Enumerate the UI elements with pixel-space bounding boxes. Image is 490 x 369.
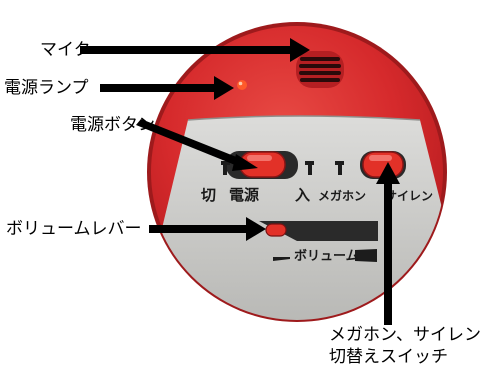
power-lamp-label: 電源ランプ <box>4 78 89 98</box>
panel-power-label: 電源 <box>229 186 259 204</box>
power-button-highlight <box>247 155 272 161</box>
power-lamp-highlight <box>238 81 243 86</box>
panel-megaphone-label: メガホン <box>318 188 366 203</box>
power-button-arrow <box>136 119 258 171</box>
callout-arrows <box>80 38 400 325</box>
mic-arrow <box>80 38 310 62</box>
mic-label: マイク <box>40 40 91 60</box>
mode-switch-highlight <box>369 155 392 161</box>
mode-switch-arrow <box>376 162 400 325</box>
power-lamp <box>237 80 247 90</box>
volume-high-marker <box>355 249 377 262</box>
volume-low-marker <box>273 257 290 261</box>
volume-lever-label: ボリュームレバー <box>6 219 142 239</box>
volume-lever-arrow <box>149 217 266 241</box>
power-button-label: 電源ボタン <box>70 115 155 135</box>
panel-siren-label: サイレン <box>385 189 433 203</box>
switch-position-markers <box>221 161 344 175</box>
mode-switch-label: メガホン、サイレン 切替えスイッチ <box>329 324 481 368</box>
panel-off-label: 切 <box>201 186 216 204</box>
panel-on-label: 入 <box>295 186 310 204</box>
mode-switch-label-line1: メガホン、サイレン <box>329 325 481 345</box>
mic-grille <box>296 51 344 88</box>
volume-lever[interactable] <box>265 223 287 237</box>
lamp-arrow <box>100 76 234 100</box>
mode-switch-label-line2: 切替えスイッチ <box>329 347 448 367</box>
panel-volume-label: ボリューム <box>294 248 359 264</box>
volume-slot <box>259 221 378 241</box>
